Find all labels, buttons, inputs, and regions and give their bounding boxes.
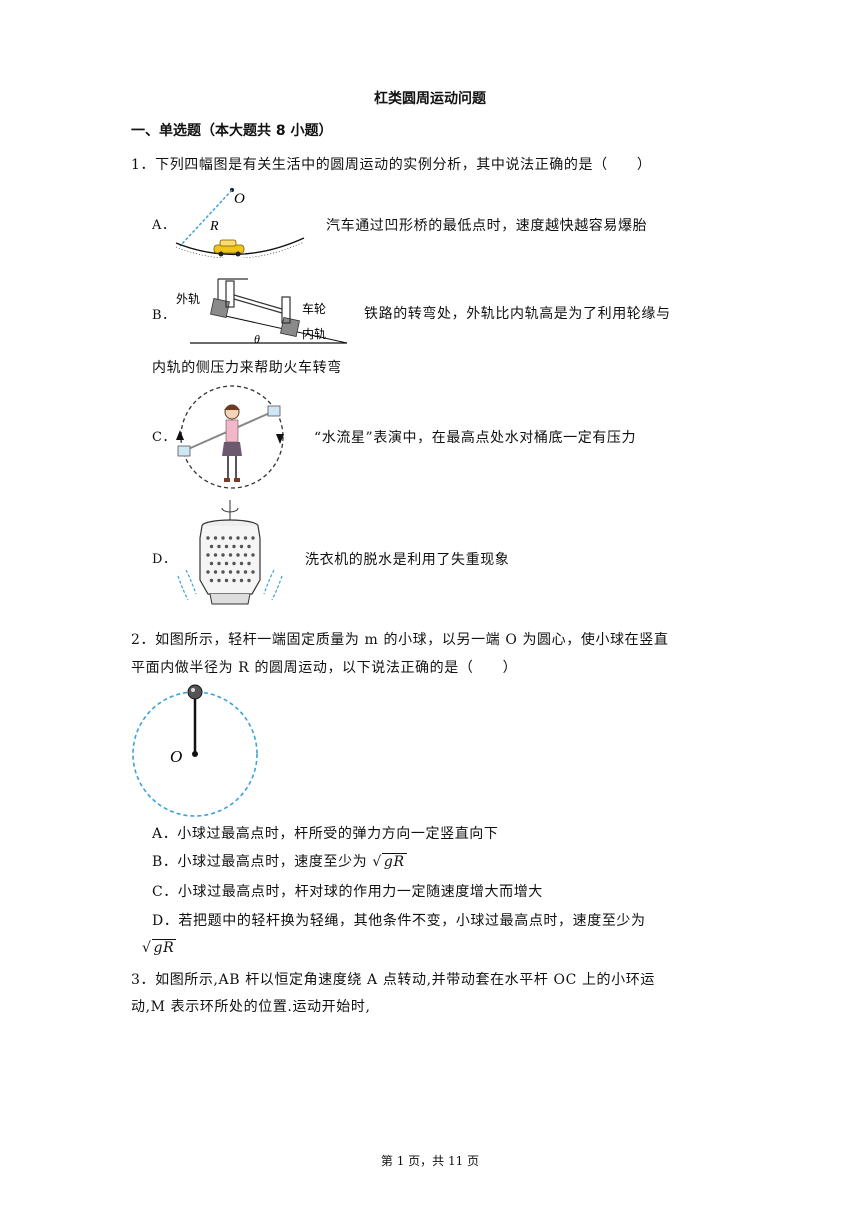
- car-icon: [213, 239, 245, 257]
- q1-option-d-text: 洗衣机的脱水是利用了失重现象: [305, 552, 510, 568]
- q2-option-b: B．小球过最高点时，速度至少为 √gR: [152, 851, 407, 873]
- q1-option-a-label: A．: [152, 218, 176, 233]
- washing-machine-drum-figure: [177, 500, 283, 605]
- railway-curve-figure: 外轨 车轮 内轨 θ: [176, 278, 348, 346]
- sqrt-radicand: gR: [151, 939, 177, 956]
- q1-option-d-label: D．: [152, 552, 177, 567]
- sqrt-radicand: gR: [381, 853, 407, 870]
- q2-option-a: A．小球过最高点时，杆所受的弹力方向一定竖直向下: [152, 826, 499, 842]
- q1-option-b-text: 铁路的转弯处，外轨比内轨高是为了利用轮缘与: [364, 306, 671, 322]
- section-heading: 一、单选题（本大题共 8 小题）: [131, 123, 333, 139]
- q1-option-b-text-cont: 内轨的侧压力来帮助火车转弯: [152, 360, 342, 376]
- q3-stem-line1: 3．如图所示,AB 杆以恒定角速度绕 A 点转动,并带动套在水平杆 OC 上的小…: [131, 972, 655, 988]
- q3-stem-line2: 动,M 表示环所处的位置.运动开始时,: [131, 999, 371, 1015]
- fig-o-label: O: [170, 747, 182, 766]
- q1-option-b-label: B．: [152, 308, 176, 323]
- rod-circle-figure: O: [132, 684, 258, 817]
- fig-b-theta: θ: [254, 332, 260, 346]
- fig-b-wheel: 车轮: [302, 301, 326, 316]
- concave-bridge-figure: O R: [175, 188, 305, 258]
- q2-option-b-text: B．小球过最高点时，速度至少为: [152, 854, 368, 870]
- q1-option-c-text: “水流星”表演中，在最高点处水对桶底一定有压力: [314, 430, 637, 446]
- fig-b-outer-rail: 外轨: [176, 292, 200, 306]
- fig-a-o-label: O: [234, 191, 245, 207]
- q2-option-c: C．小球过最高点时，杆对球的作用力一定随速度增大而增大: [152, 884, 543, 900]
- q2-option-d-cont: √gR: [142, 937, 177, 959]
- fig-b-inner-rail: 内轨: [302, 327, 326, 341]
- page-footer: 第 1 页，共 11 页: [380, 1154, 480, 1168]
- fig-a-r-label: R: [209, 219, 219, 234]
- q1-stem: 1．下列四幅图是有关生活中的圆周运动的实例分析，其中说法正确的是（ ）: [131, 157, 652, 173]
- q2-stem-line2: 平面内做半径为 R 的圆周运动，以下说法正确的是（ ）: [131, 660, 518, 676]
- water-meteor-figure: [176, 385, 284, 489]
- q1-option-a-text: 汽车通过凹形桥的最低点时，速度越快越容易爆胎: [326, 218, 648, 234]
- q2-option-d: D．若把题中的轻杆换为轻绳，其他条件不变，小球过最高点时，速度至少为: [152, 913, 646, 929]
- performer-icon: [222, 404, 242, 482]
- sqrt-gr-d: √gR: [142, 939, 177, 956]
- page-title: 杠类圆周运动问题: [374, 91, 486, 107]
- q1-option-c-label: C．: [152, 430, 177, 445]
- sqrt-gr-b: √gR: [372, 853, 407, 870]
- q2-stem-line1: 2．如图所示，轻杆一端固定质量为 m 的小球，以另一端 O 为圆心，使小球在竖直: [131, 632, 669, 648]
